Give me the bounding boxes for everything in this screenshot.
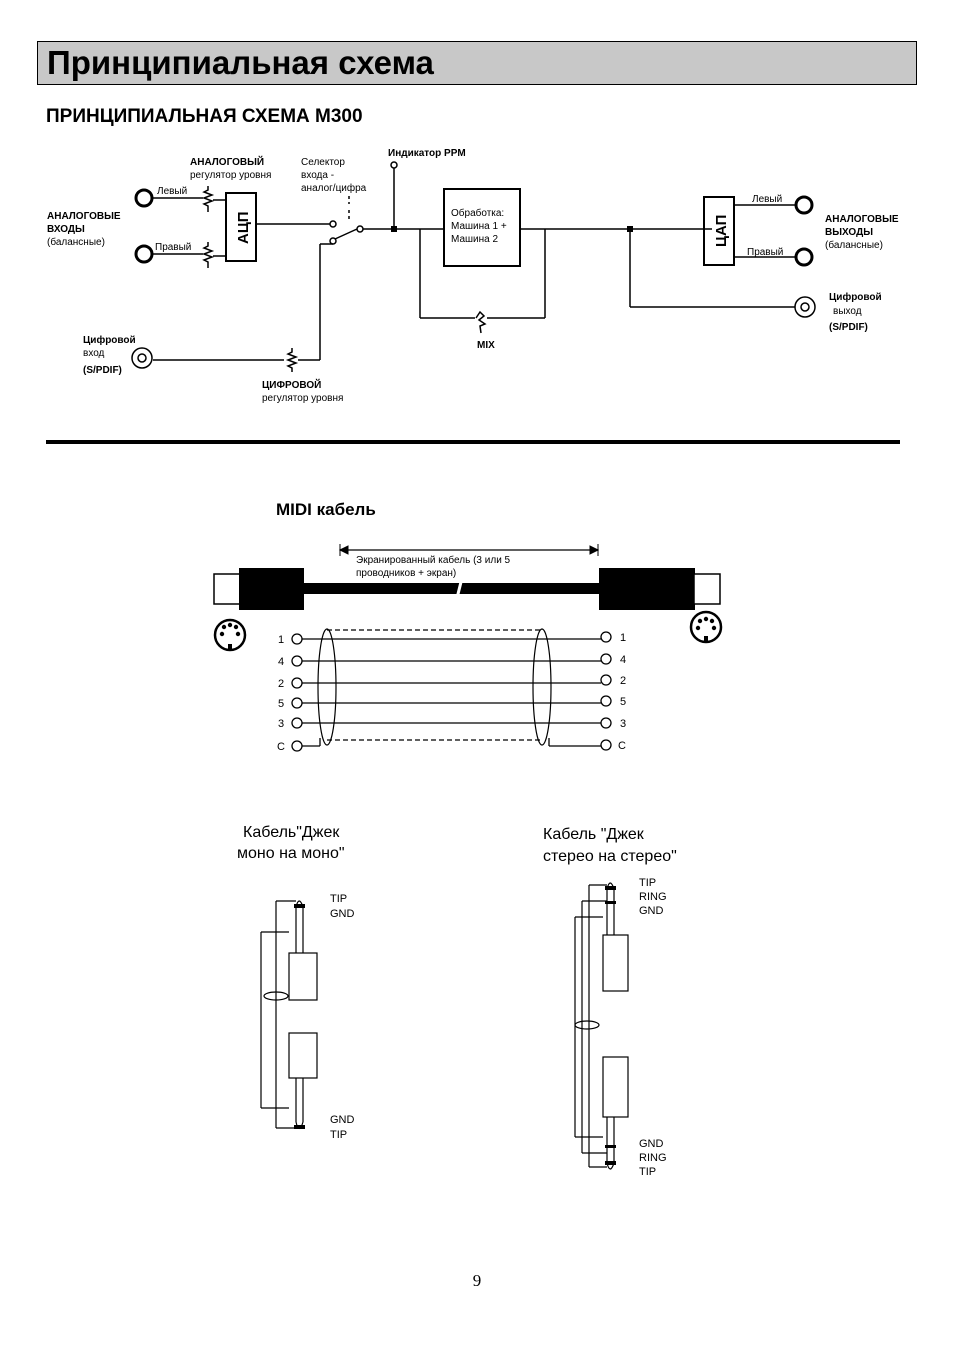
left-din-connector (213, 618, 247, 652)
stereo-top-ring: RING (639, 891, 667, 903)
processing-label-1: Обработка: (451, 207, 504, 219)
adc-block (225, 192, 257, 262)
processing-label-3: Машина 2 (451, 234, 498, 245)
block-diagram: АНАЛОГОВЫЙ регулятор уровня Селектор вхо… (47, 148, 899, 404)
right-input-label: Правый (155, 242, 191, 253)
stereo-title-2: стерео на стерео" (543, 848, 677, 865)
stereo-bottom-gnd: GND (639, 1138, 664, 1150)
right-plug-body (599, 568, 695, 610)
left-pin-5: 5 (278, 698, 284, 710)
stereo-bottom-tip: TIP (639, 1166, 656, 1178)
analog-level-label-1: АНАЛОГОВЫЙ (190, 155, 264, 168)
mix-pot (475, 310, 487, 334)
ppm-label: Индикатор PPM (388, 148, 466, 159)
mono-title-2: моно на моно" (237, 845, 345, 862)
right-din-connector (689, 610, 723, 644)
stereo-title-1: Кабель "Джек (543, 826, 645, 843)
mono-top-tip: TIP (330, 893, 347, 905)
digital-input-jack (131, 347, 153, 369)
cable-label-2: проводников + экран) (356, 568, 456, 579)
left-input-jack (134, 188, 154, 208)
selector-label-3: аналог/цифра (301, 182, 367, 194)
processing-label-2: Машина 1 + (451, 221, 507, 232)
right-output-jack (794, 247, 814, 267)
left-pin-3: 3 (278, 718, 284, 730)
left-pin-4: 4 (278, 656, 284, 668)
processing-block (443, 188, 521, 267)
digital-level-pot (285, 348, 299, 372)
stereo-bottom-ring: RING (639, 1152, 667, 1164)
left-plug-body (239, 568, 304, 610)
header-bar: Принципиальная схема (37, 41, 917, 85)
page-number: 9 (472, 1271, 482, 1290)
left-plug-tip (213, 573, 241, 605)
digital-input-label-1: Цифровой (83, 334, 136, 346)
mono-bottom-tip: TIP (330, 1129, 347, 1141)
mono-bottom-gnd: GND (330, 1114, 355, 1126)
digital-output-label-2: выход (833, 306, 862, 317)
schematic-subtitle: ПРИНЦИПИАЛЬНАЯ СХЕМА M300 (46, 106, 363, 127)
page-title: Принципиальная схема (47, 44, 434, 81)
mono-top-gnd: GND (330, 908, 355, 920)
digital-input-label-2: вход (83, 348, 105, 359)
right-pin-4: 4 (620, 654, 626, 666)
digital-output-label-1: Цифровой (829, 291, 882, 303)
analog-outputs-label-2: ВЫХОДЫ (825, 227, 873, 238)
midi-title: MIDI кабель (276, 500, 376, 519)
left-output-jack (794, 195, 814, 215)
right-input-jack (134, 244, 154, 264)
left-pin-2: 2 (278, 678, 284, 690)
selector-label-2: входа - (301, 170, 334, 181)
right-pin-5: 5 (620, 696, 626, 708)
analog-inputs-label-3: (балансные) (47, 236, 105, 248)
digital-output-label-3: (S/PDIF) (829, 322, 868, 333)
analog-outputs-label-3: (балансные) (825, 239, 883, 251)
selector-label-1: Селектор (301, 157, 345, 168)
right-output-label: Правый (747, 247, 783, 258)
analog-outputs-label-1: АНАЛОГОВЫЕ (825, 214, 899, 225)
left-pin-1: 1 (278, 634, 284, 646)
stereo-top-gnd: GND (639, 905, 664, 917)
digital-level-label-2: регулятор уровня (262, 393, 343, 404)
right-pin-1: 1 (620, 632, 626, 644)
mono-jack-diagram: Кабель"Джек моно на моно" TIP GND GND TI… (237, 824, 355, 1141)
analog-inputs-label-2: ВХОДЫ (47, 224, 85, 235)
left-output-label: Левый (752, 194, 782, 205)
left-pin-c: C (277, 741, 285, 753)
right-plug-tip (693, 573, 721, 605)
midi-cable-diagram: Экранированный кабель (3 или 5 проводник… (213, 544, 723, 753)
mix-label: MIX (477, 340, 495, 351)
dac-block (703, 196, 735, 266)
analog-level-label-2: регулятор уровня (190, 170, 271, 181)
stereo-top-tip: TIP (639, 877, 656, 889)
right-pin-3: 3 (620, 718, 626, 730)
right-level-pot (201, 242, 215, 268)
left-level-pot (201, 186, 215, 212)
left-input-label: Левый (157, 186, 187, 197)
dac-label: ЦАП (713, 215, 730, 247)
mono-title-1: Кабель"Джек (243, 824, 340, 841)
section-divider (46, 440, 900, 444)
digital-level-label-1: ЦИФРОВОЙ (262, 378, 321, 391)
digital-input-label-3: (S/PDIF) (83, 365, 122, 376)
right-pin-c: C (618, 740, 626, 752)
cable-label-1: Экранированный кабель (3 или 5 (356, 554, 511, 566)
digital-output-jack (794, 296, 816, 318)
right-pin-2: 2 (620, 675, 626, 687)
stereo-jack-diagram: Кабель "Джек стерео на стерео" TIP RING … (543, 826, 677, 1178)
cable (303, 583, 600, 594)
analog-inputs-label-1: АНАЛОГОВЫЕ (47, 211, 121, 222)
adc-label: АЦП (235, 211, 252, 244)
